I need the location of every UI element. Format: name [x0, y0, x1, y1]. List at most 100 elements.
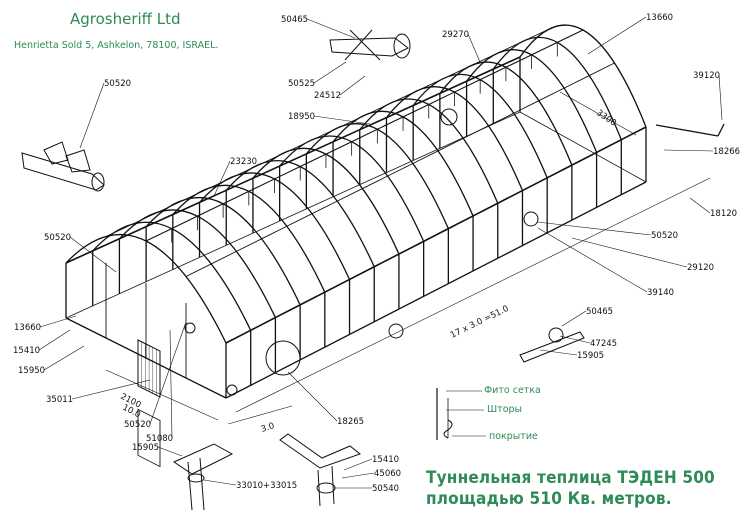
dimension-top-line — [559, 91, 637, 136]
part-label-p15410_left: 15410 — [13, 346, 40, 356]
leader-p29120 — [571, 237, 688, 268]
leader-p51080 — [169, 329, 173, 439]
ground-back-edge — [519, 111, 647, 183]
leader-p50520_right — [536, 221, 652, 236]
part-label-p13660_left: 13660 — [14, 323, 41, 333]
part-label-p51080: 51080 — [146, 434, 173, 444]
leader-p13660_left — [39, 315, 77, 328]
part-label-p13660_top: 13660 — [646, 13, 673, 23]
leader-p50525 — [313, 61, 347, 84]
part-label-p47245: 47245 — [590, 339, 617, 349]
leader-p39120 — [718, 74, 723, 121]
detail-circle-corner — [265, 340, 301, 376]
leader-p15950 — [43, 345, 85, 371]
leader-p15410_left — [38, 329, 71, 351]
leader-p50520_left — [69, 236, 117, 273]
dimension-bay-front: 3.0 — [260, 421, 276, 435]
leader-p35011 — [71, 379, 151, 400]
leader-p47245 — [559, 335, 591, 344]
leader-p13660_top — [587, 16, 647, 55]
legend-cover: покрытие — [489, 431, 538, 442]
part-label-p23230: 23230 — [230, 157, 257, 167]
part-label-p18120: 18120 — [710, 209, 737, 219]
part-labels: 13660 29270 50465 50525 24512 39120 18266 18950… — [13, 13, 740, 494]
leader-p33010 — [203, 479, 237, 486]
part-label-p50465_top: 50465 — [281, 15, 308, 25]
base-fitting-detail — [279, 433, 362, 507]
clip-ring — [548, 327, 564, 343]
part-label-p24512: 24512 — [314, 91, 341, 101]
side-purlin-right — [185, 62, 615, 277]
leader-lines — [38, 16, 723, 489]
greenhouse-structure — [65, 24, 725, 468]
dimension-bay-line — [227, 405, 293, 425]
dimension-length-line — [235, 177, 711, 413]
gutter-outlet — [717, 123, 725, 137]
part-label-p29270: 29270 — [442, 30, 469, 40]
base-post-detail — [172, 443, 234, 511]
dimension-length: 17 x 3.0 =51.0 — [449, 304, 510, 341]
part-label-p50525: 50525 — [288, 79, 315, 89]
leader-p50520_bottom — [149, 321, 187, 425]
part-label-p50520_bottom: 50520 — [124, 420, 151, 430]
leader-p50465_top — [306, 18, 356, 39]
leader-p15905_detail — [539, 349, 578, 356]
part-label-p50520_left: 50520 — [44, 233, 71, 243]
part-label-p35011: 35011 — [46, 395, 73, 405]
base-fitting-ring — [316, 482, 336, 494]
company-address: Henrietta Sold 5, Ashkelon, 78100, ISRAE… — [14, 40, 219, 51]
part-label-p50520_mid: 50520 — [104, 79, 131, 89]
part-label-p15950: 15950 — [18, 366, 45, 376]
pipe-detail — [21, 152, 105, 191]
dimension-width-line — [105, 369, 219, 421]
part-label-p45060: 45060 — [374, 469, 401, 479]
legend-curtains: Шторы — [487, 404, 523, 415]
title-line-2: площадью 510 Кв. метров. — [426, 489, 672, 509]
leader-p15905_bottom — [157, 446, 183, 457]
gutter-extension — [655, 124, 719, 137]
ground-left-edge — [65, 111, 521, 319]
leader-p50465_detail — [561, 310, 587, 327]
leader-p45060 — [341, 472, 375, 479]
part-label-p50465_detail: 50465 — [586, 307, 613, 317]
leader-p23230 — [213, 160, 231, 197]
left-gutter — [65, 56, 521, 264]
side-purlin-left — [105, 27, 552, 237]
part-label-p18266: 18266 — [713, 147, 740, 157]
part-label-p29120: 29120 — [687, 263, 714, 273]
title-line-1: Туннельная теплица ТЭДЕН 500 — [426, 468, 715, 488]
part-label-p18950: 18950 — [288, 112, 315, 122]
base-clamp — [187, 473, 205, 483]
leader-p18950 — [313, 115, 371, 125]
leader-p29270 — [467, 33, 481, 63]
ridge-purlin — [145, 29, 584, 242]
arch-hoop — [519, 24, 647, 128]
door-frame — [137, 408, 161, 468]
connector-end — [393, 33, 411, 59]
detail-circle-column — [184, 322, 196, 334]
part-label-p15905_bottom: 15905 — [132, 443, 159, 453]
clamp-detail — [43, 141, 91, 173]
door — [137, 339, 161, 398]
leader-p50520_mid — [79, 82, 105, 149]
connector-detail — [329, 29, 409, 61]
leader-p39140 — [537, 227, 648, 293]
detail-circle-clip — [388, 323, 404, 339]
part-label-p50540: 50540 — [372, 484, 399, 494]
dimension-bay-top: 3300 — [594, 108, 618, 128]
leader-p18266 — [663, 149, 714, 152]
pipe-end — [91, 172, 105, 192]
leader-p18265 — [287, 371, 338, 422]
part-label-p39120: 39120 — [693, 71, 720, 81]
part-label-p50520_right: 50520 — [651, 231, 678, 241]
part-label-p33010: 33010+33015 — [236, 481, 297, 491]
part-label-p15410_bottom: 15410 — [372, 455, 399, 465]
part-label-p15905_detail: 15905 — [577, 351, 604, 361]
leader-p24512 — [339, 75, 366, 96]
detail-circle-base — [226, 384, 238, 396]
legend-curtain-curl — [443, 419, 453, 439]
clip-pipe — [519, 331, 585, 363]
detail-circle-side — [523, 211, 539, 227]
detail-circle-ridge — [440, 108, 458, 126]
